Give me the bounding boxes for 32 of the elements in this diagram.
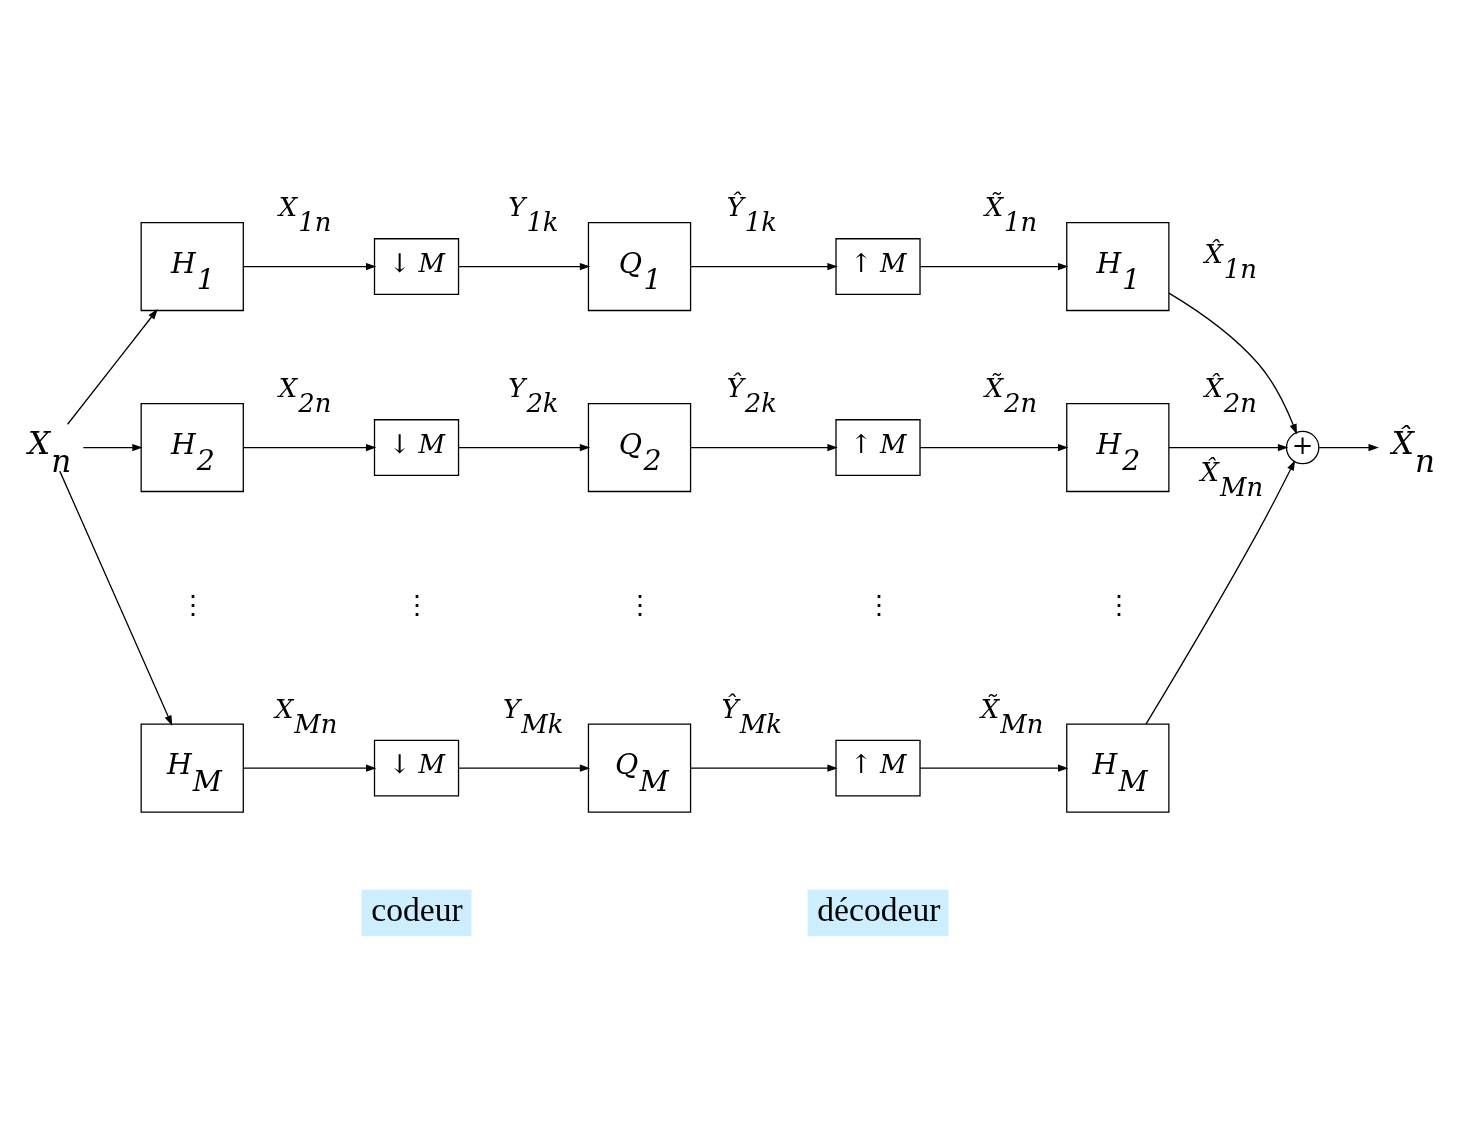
label: ⋮ xyxy=(627,590,654,621)
arrow xyxy=(1168,443,1289,452)
node-box: ↓ M xyxy=(373,419,460,476)
arrow xyxy=(1318,443,1379,452)
arrow xyxy=(458,262,591,271)
node-box: ↓ M xyxy=(373,739,460,797)
node-box: ↑ M xyxy=(835,238,921,295)
arrow xyxy=(919,764,1069,772)
arrow xyxy=(919,262,1069,271)
arrow xyxy=(243,443,377,452)
arrow xyxy=(243,262,377,271)
arrow xyxy=(458,443,591,452)
arrow xyxy=(690,764,838,772)
arrow xyxy=(690,262,838,271)
arrow xyxy=(919,443,1069,452)
node-box: décodeur xyxy=(806,888,950,938)
label: ⋮ xyxy=(865,590,892,621)
node-circle: + xyxy=(1285,430,1320,465)
arrow xyxy=(243,764,377,772)
node-box: ↑ M xyxy=(835,739,921,797)
arrow xyxy=(1168,292,1297,435)
node-box: ↑ M xyxy=(835,419,921,476)
node-box: codeur xyxy=(360,888,473,938)
label: ⋮ xyxy=(1105,590,1132,621)
arrow xyxy=(690,443,838,452)
label: ⋮ xyxy=(179,590,206,621)
arrow xyxy=(82,443,143,452)
arrow xyxy=(59,470,173,726)
arrow xyxy=(458,764,591,772)
label: ⋮ xyxy=(404,590,431,621)
node-box: ↓ M xyxy=(373,238,460,295)
arrow xyxy=(66,309,158,425)
